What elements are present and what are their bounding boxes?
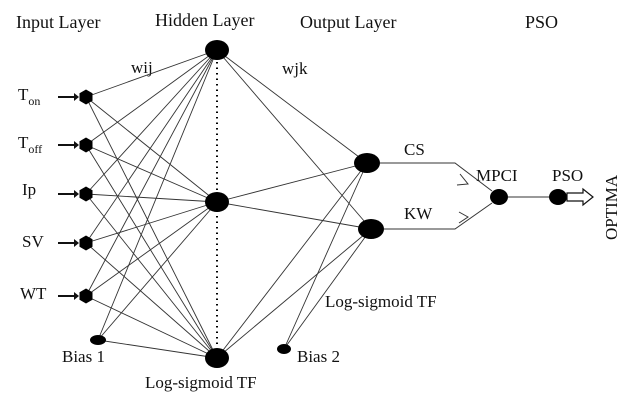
output-label-cs: CS <box>404 140 425 159</box>
bias-1-label: Bias 1 <box>62 347 105 366</box>
edge-input0-hidden1 <box>85 96 218 203</box>
edge-hidden2-output1 <box>216 228 372 359</box>
input-label-sv: SV <box>22 232 44 251</box>
edge-hidden1-output1 <box>216 201 372 230</box>
route-kw-arrowhead <box>458 211 469 224</box>
output-transfer-label: Log-sigmoid TF <box>325 292 437 311</box>
input-nodes <box>58 89 93 304</box>
edge-input4-hidden0 <box>85 49 218 297</box>
input-node-2 <box>79 186 93 202</box>
output-node-cs <box>354 153 380 173</box>
bias-2-node <box>277 344 291 354</box>
input-layer-heading: Input Layer <box>16 12 100 32</box>
edge-input1-hidden2 <box>85 144 218 359</box>
input-arrowhead-2 <box>74 190 79 198</box>
optima-label: OPTIMA <box>602 174 621 240</box>
edge-input3-hidden1 <box>85 201 218 244</box>
edge-input4-hidden2 <box>85 295 218 359</box>
edge-hidden0-output0 <box>216 49 368 164</box>
optima-hollow-arrow <box>566 187 594 207</box>
route-kw-to-mpci <box>384 202 493 230</box>
input-label-ip: Ip <box>22 180 36 199</box>
input-arrowhead-3 <box>74 239 79 247</box>
edge-input2-hidden2 <box>85 193 218 359</box>
input-label-toff: Toff <box>18 133 42 156</box>
input-node-3 <box>79 235 93 251</box>
hidden-node-top <box>205 40 229 60</box>
input-node-1 <box>79 137 93 153</box>
mpci-connection-lines <box>380 162 493 230</box>
hidden-transfer-label: Log-sigmoid TF <box>145 373 257 392</box>
connection-lines <box>85 49 372 359</box>
pso-label: PSO <box>552 166 583 185</box>
edge-hidden3-output0 <box>283 162 368 350</box>
mpci-node <box>490 189 508 205</box>
bias-1-node <box>90 335 106 345</box>
edge-input2-hidden1 <box>85 193 218 203</box>
edge-input5-hidden1 <box>97 201 218 341</box>
input-label-ton: Ton <box>18 85 40 108</box>
hidden-node-bottom <box>205 348 229 368</box>
edge-input5-hidden2 <box>97 339 218 359</box>
edge-input3-hidden0 <box>85 49 218 244</box>
output-label-kw: KW <box>404 204 433 223</box>
edge-hidden3-output1 <box>283 228 372 350</box>
input-arrowhead-4 <box>74 292 79 300</box>
input-node-4 <box>79 288 93 304</box>
edge-input5-hidden0 <box>97 49 218 341</box>
pso-node <box>549 189 567 205</box>
input-arrowhead-0 <box>74 93 79 101</box>
input-arrowhead-1 <box>74 141 79 149</box>
output-layer-heading: Output Layer <box>300 12 396 32</box>
output-node-kw <box>358 219 384 239</box>
edge-input0-hidden0 <box>85 49 218 98</box>
edge-input0-hidden2 <box>85 96 218 359</box>
route-cs-arrowhead <box>456 173 469 186</box>
edge-input2-hidden0 <box>85 49 218 195</box>
pso-heading: PSO <box>525 12 558 32</box>
weight-label-wij: wij <box>131 58 153 77</box>
bias-2-label: Bias 2 <box>297 347 340 366</box>
hidden-node-middle <box>205 192 229 212</box>
mpci-label: MPCI <box>476 166 518 185</box>
edge-hidden0-output1 <box>216 49 372 230</box>
input-node-0 <box>79 89 93 105</box>
route-cs-to-mpci <box>380 162 493 192</box>
hidden-layer-heading: Hidden Layer <box>155 10 254 30</box>
edge-input3-hidden2 <box>85 242 218 359</box>
edge-hidden1-output0 <box>216 162 368 203</box>
edge-hidden2-output0 <box>216 162 368 359</box>
edge-input4-hidden1 <box>85 201 218 297</box>
weight-label-wjk: wjk <box>282 59 308 78</box>
edge-input1-hidden0 <box>85 49 218 146</box>
input-label-wt: WT <box>20 284 47 303</box>
